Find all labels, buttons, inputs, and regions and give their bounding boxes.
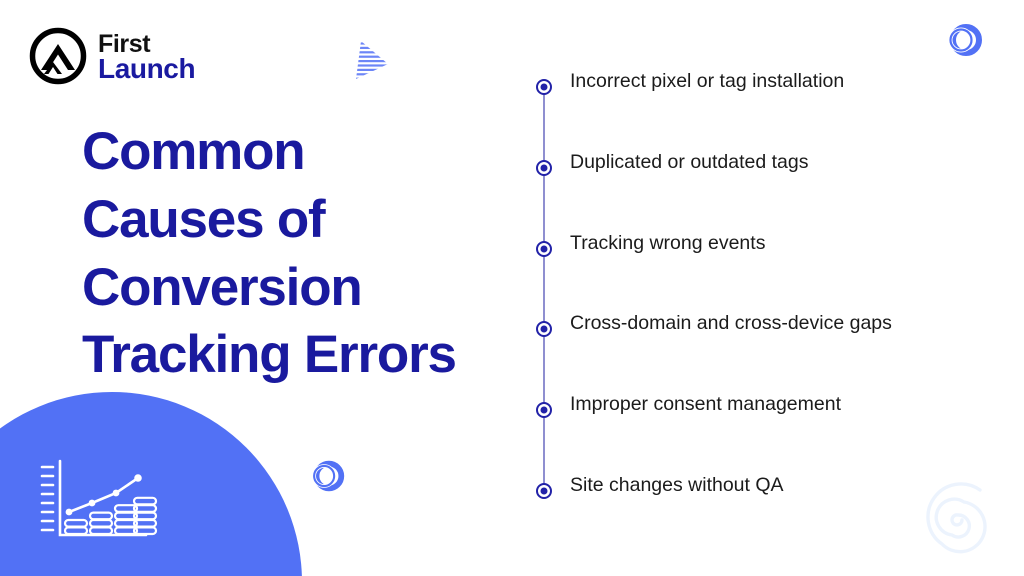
bullet-point-icon: [536, 240, 552, 257]
page-title-line-2: Causes of: [82, 189, 326, 249]
list-item-label: Incorrect pixel or tag installation: [570, 70, 845, 92]
list-item[interactable]: Improper consent management: [536, 391, 986, 472]
list-item-label: Site changes without QA: [570, 473, 784, 496]
timeline-list: Incorrect pixel or tag installation Dupl…: [536, 68, 986, 553]
list-item-label: Cross-domain and cross-device gaps: [570, 312, 892, 335]
timeline: Incorrect pixel or tag installation Dupl…: [536, 68, 986, 508]
bullet-point-icon: [536, 159, 552, 176]
page-title-line-4: Tracking Errors: [82, 325, 457, 385]
growth-chart-icon: [40, 459, 158, 537]
list-item-label: Tracking wrong events: [570, 231, 766, 254]
page-title-line-1: Common: [82, 122, 306, 181]
brand-name-launch: Launch: [98, 52, 196, 84]
page-title-line-3: Conversion: [82, 257, 363, 317]
list-item[interactable]: Incorrect pixel or tag installation: [536, 68, 986, 149]
ring-mark-icon: [312, 460, 345, 492]
list-item-label: Improper consent management: [570, 393, 841, 416]
timeline-axis-line: [543, 86, 545, 490]
striped-triangle-icon: [356, 42, 388, 79]
bullet-point-icon: [536, 402, 552, 419]
list-item[interactable]: Duplicated or outdated tags: [536, 149, 986, 230]
mountain-in-circle-icon: [29, 27, 87, 85]
bullet-point-icon: [536, 321, 552, 338]
list-item[interactable]: Site changes without QA: [536, 472, 986, 553]
list-item-label: Duplicated or outdated tags: [570, 150, 809, 173]
brand-logo[interactable]: First Launch: [28, 26, 196, 86]
page-title: Common Causes of Conversion Tracking Err…: [82, 118, 522, 389]
list-item[interactable]: Tracking wrong events: [536, 230, 986, 311]
list-item[interactable]: Cross-domain and cross-device gaps: [536, 310, 986, 391]
ring-mark-icon: [948, 24, 982, 56]
brand-name-first: First: [98, 29, 151, 58]
bullet-point-icon: [536, 79, 552, 95]
bullet-point-icon: [536, 482, 552, 499]
